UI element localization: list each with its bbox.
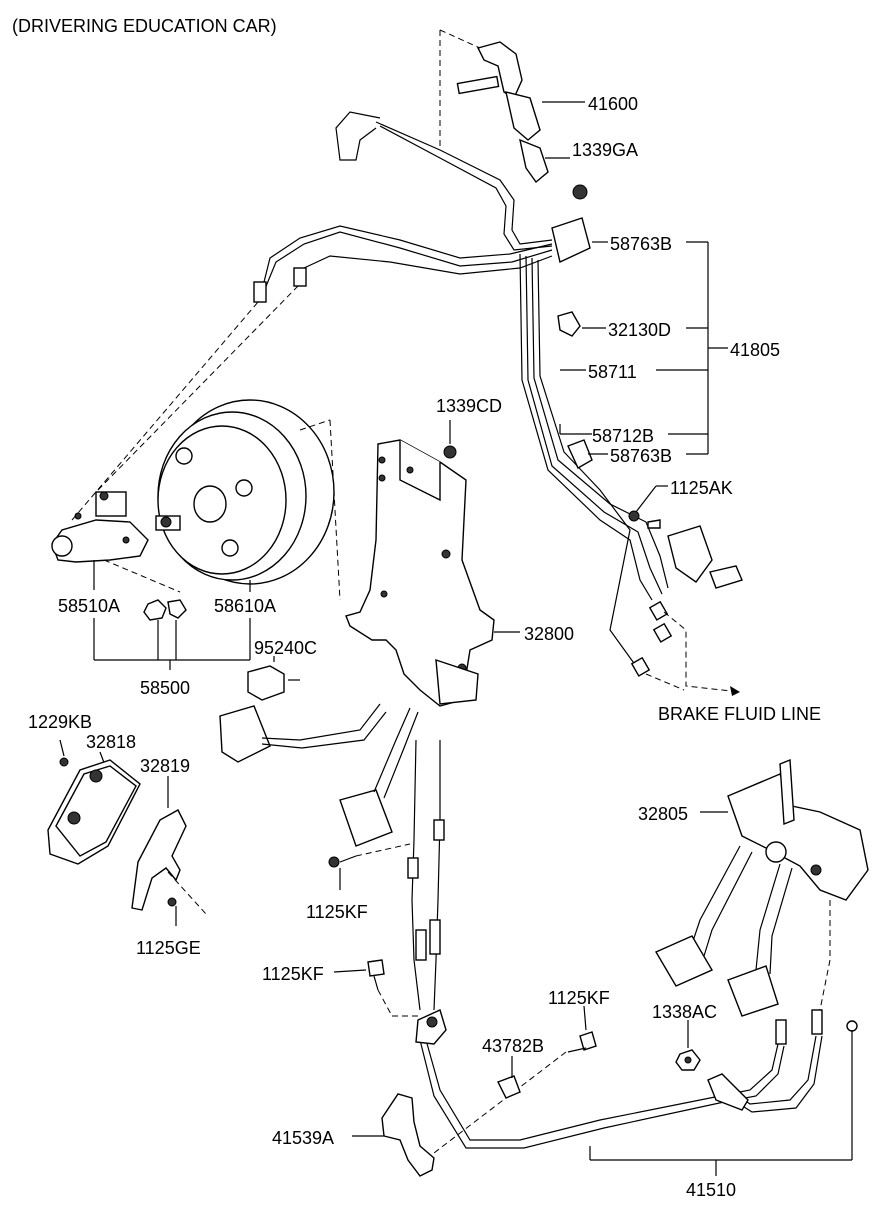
label-41510: 41510 [686,1180,736,1200]
pedal-cables [407,739,445,1011]
label-brake-fluid-line: BRAKE FLUID LINE [658,704,821,724]
label-1125KF-c: 1125KF [548,988,610,1008]
label-1125AK: 1125AK [670,478,733,498]
label-41600: 41600 [588,94,638,114]
label-32800: 32800 [524,624,574,644]
label-1338AC: 1338AC [652,1002,717,1022]
bracket-41539a [381,1093,435,1177]
pedal-bracket [345,439,495,707]
label-1339GA: 1339GA [572,140,638,160]
label-58510A: 58510A [58,596,120,616]
bracket-32819 [131,809,187,911]
label-32818: 32818 [86,732,136,752]
label-58500: 58500 [140,678,190,698]
label-32819: 32819 [140,756,190,776]
label-32130D: 32130D [608,320,671,340]
brake-booster [155,399,335,585]
label-41805: 41805 [730,340,780,360]
right-pipes [519,253,673,677]
right-cables [415,1009,823,1149]
second-pedal-assembly [654,758,869,1017]
label-32805: 32805 [638,804,688,824]
label-1229KB: 1229KB [28,712,92,732]
label-1125GE: 1125GE [136,938,201,958]
diagram-title: (DRIVERING EDUCATION CAR) [12,16,277,36]
label-58711: 58711 [588,362,637,382]
upper-pipes [253,111,591,303]
label-43782B: 43782B [482,1036,544,1056]
label-1125KF-a: 1125KF [306,902,368,922]
clutch-master-cylinder [456,41,588,200]
main-pedals [219,703,419,847]
label-58610A: 58610A [214,596,276,616]
label-58763B-lower: 58763B [610,446,672,466]
pedal-pad-32818 [47,759,141,865]
label-41539A: 41539A [272,1128,334,1148]
label-58712B: 58712B [592,426,654,446]
brake-master-cylinder [51,491,149,563]
label-58763B-top: 58763B [610,234,672,254]
clip-32130d [557,311,581,337]
label-1125KF-b: 1125KF [262,964,324,984]
bracket-1125ak [628,510,743,589]
label-95240C: 95240C [254,638,317,658]
clip-58763b-lower [567,439,593,469]
switch-95240c [247,665,285,701]
label-1339CD: 1339CD [436,396,502,416]
